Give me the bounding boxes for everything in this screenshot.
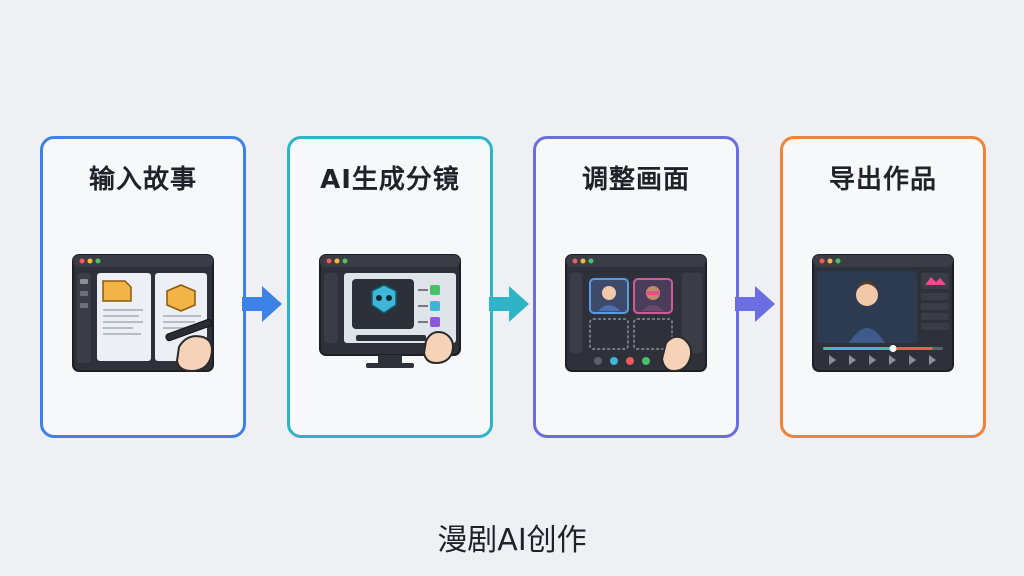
step-card-ai-storyboard: AI生成分镜: [287, 136, 493, 438]
step-title: 调整画面: [581, 165, 690, 195]
arrow-right-icon: [242, 286, 282, 322]
video-export-icon: [812, 254, 954, 372]
step-card-adjust-frames: 调整画面: [533, 136, 739, 438]
arrow-right-icon: [489, 286, 529, 322]
arrow-right-icon: [735, 286, 775, 322]
frame-adjust-icon: [565, 254, 707, 373]
step-card-input-story: 输入故事: [40, 136, 246, 438]
step-title: AI生成分镜: [320, 165, 460, 195]
diagram-caption: 漫剧AI创作: [437, 523, 587, 558]
step-title: 导出作品: [828, 165, 937, 195]
story-editor-icon: [72, 254, 214, 373]
step-title: 输入故事: [88, 165, 197, 195]
ai-storyboard-monitor-icon: [319, 254, 461, 368]
step-card-export-work: 导出作品: [780, 136, 986, 438]
